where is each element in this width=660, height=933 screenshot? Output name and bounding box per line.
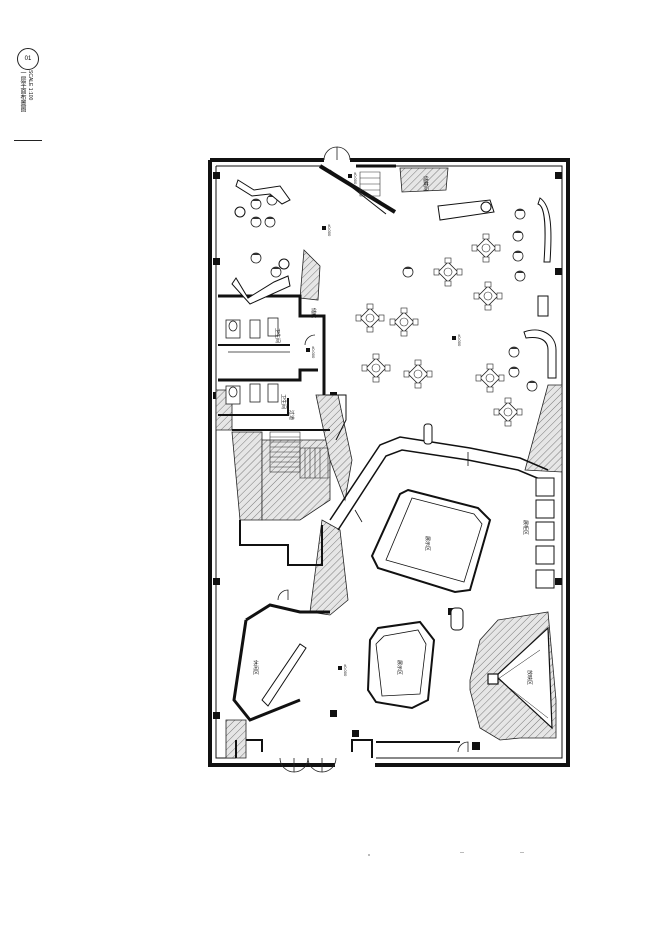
drawing-number: 01 — [17, 48, 39, 70]
label-lower-display: 展示区 — [396, 660, 402, 675]
label-store-small: 储藏 — [310, 308, 317, 318]
label-upper-store: 储藏间 — [422, 176, 429, 191]
level-label-4: ±0.000 — [343, 664, 348, 677]
label-restroom-b: 卫生间 — [280, 394, 287, 409]
sheet-marks — [368, 852, 524, 856]
lower-display-island — [366, 620, 436, 710]
projection-room — [487, 626, 553, 730]
entrance-doors — [277, 146, 469, 773]
label-central-stage: 展示区 — [424, 536, 430, 551]
staircase — [269, 171, 381, 479]
title-underline — [14, 140, 42, 141]
level-labels: ±0.000 ±0.000 ±0.000 ±0.000 ±0.000 — [311, 172, 462, 677]
restroom-fixtures — [225, 317, 316, 405]
drawing-title-block: 01 一层平面布置图 SCALE 1:100 — [14, 48, 42, 141]
level-label-1: ±0.000 — [353, 172, 358, 185]
room-labels: 卫生间 卫生间 储藏 储藏间 过道 展示区 展柜区 展示区 休闲区 放映区 — [252, 176, 533, 685]
drawing-title: 一层平面布置图 — [19, 70, 25, 112]
label-lower-left: 休闲区 — [252, 660, 259, 675]
dining-tables — [355, 233, 523, 427]
level-markers — [306, 174, 456, 670]
label-corridor: 过道 — [288, 410, 295, 420]
central-stage — [370, 488, 492, 594]
label-restroom-a: 卫生间 — [274, 328, 281, 343]
display-cases — [535, 477, 555, 589]
lounge-furniture — [231, 179, 557, 707]
drawing-scale: SCALE 1:100 — [27, 70, 33, 101]
walkway — [329, 436, 549, 531]
label-display-side: 展柜区 — [522, 520, 529, 535]
level-label-2: ±0.000 — [327, 224, 332, 237]
label-triangle-room: 放映区 — [526, 670, 533, 685]
level-label-3: ±0.000 — [457, 334, 462, 347]
interior-partitions — [218, 164, 460, 758]
outer-walls — [208, 158, 570, 767]
level-label-5: ±0.000 — [311, 346, 316, 359]
